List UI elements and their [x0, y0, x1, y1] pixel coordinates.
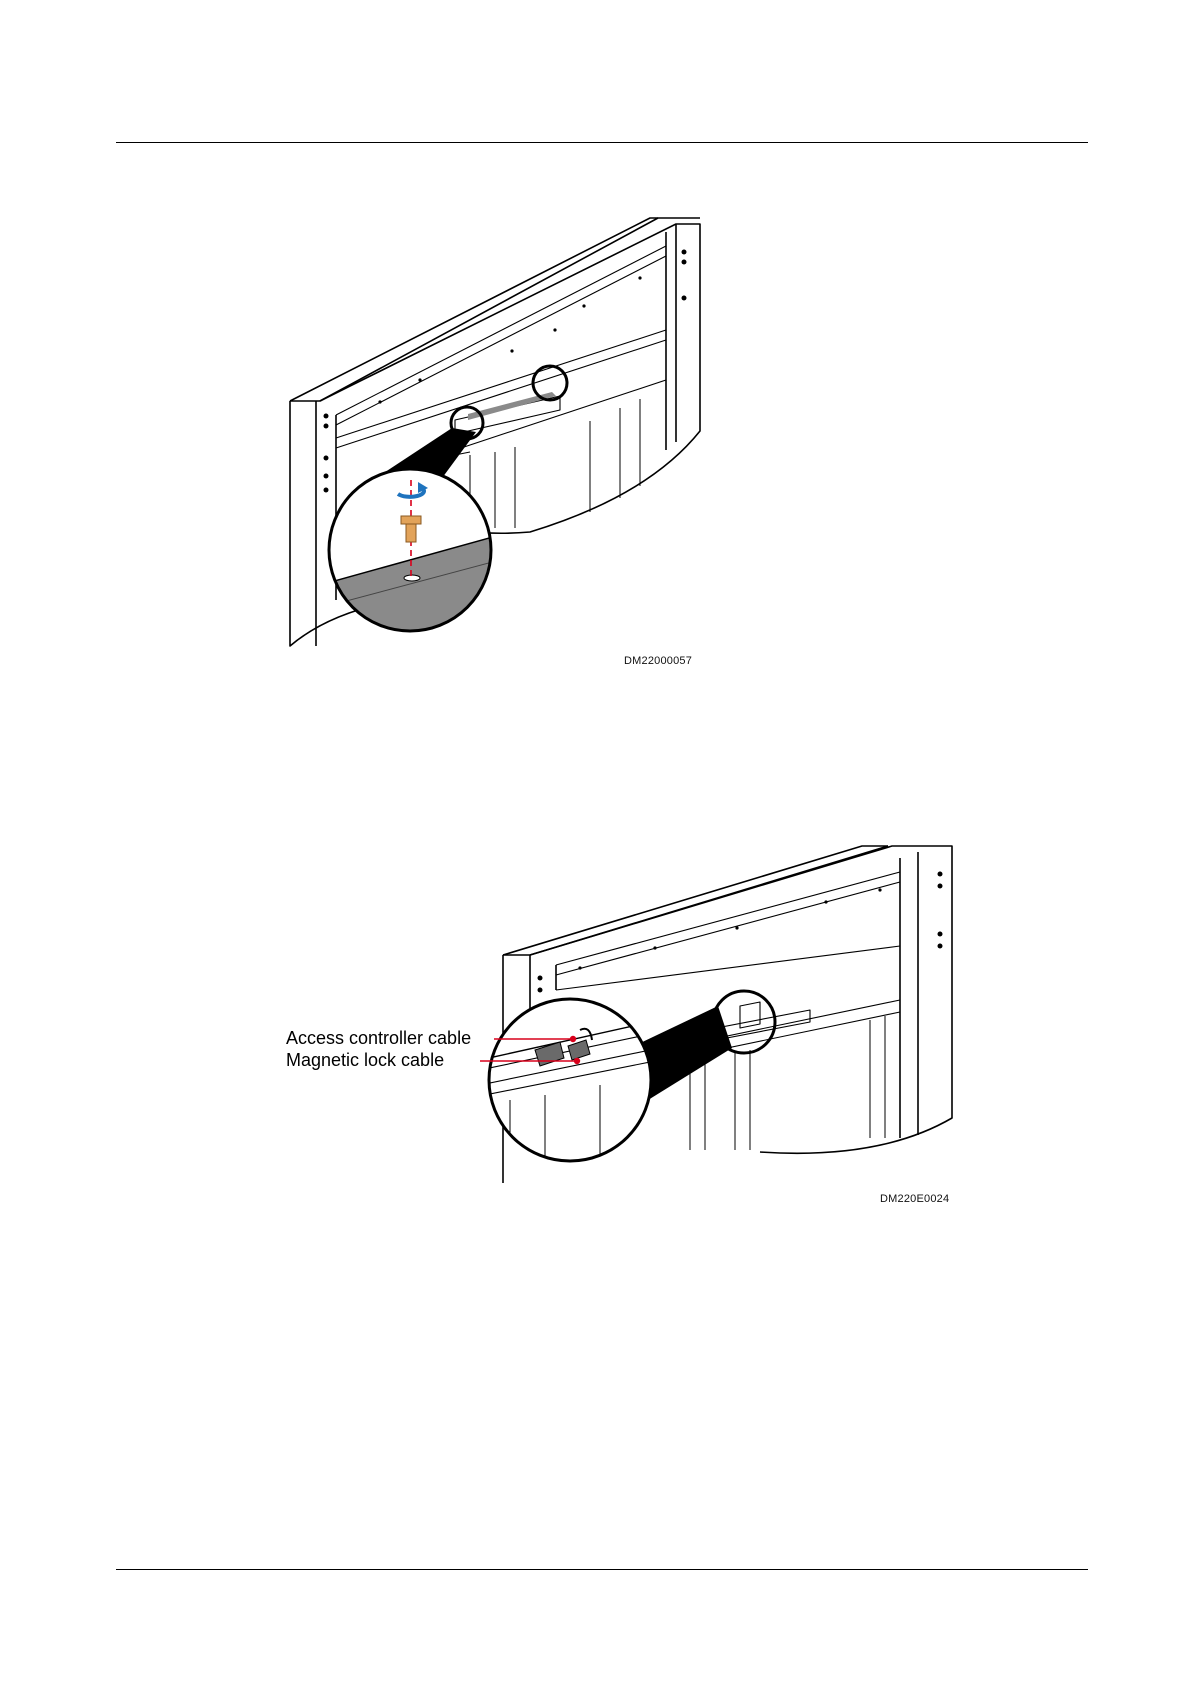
figure-2-id: DM220E0024 — [880, 1193, 949, 1205]
figure-2-illustration — [0, 830, 1190, 1210]
footer-rule — [116, 1569, 1088, 1570]
callout-magnetic-lock-cable: Magnetic lock cable — [286, 1050, 444, 1071]
figure-1-illustration — [0, 210, 1190, 660]
callout-access-controller-cable: Access controller cable — [286, 1028, 471, 1049]
header-rule — [116, 142, 1088, 143]
figure-1-id: DM22000057 — [624, 655, 692, 667]
